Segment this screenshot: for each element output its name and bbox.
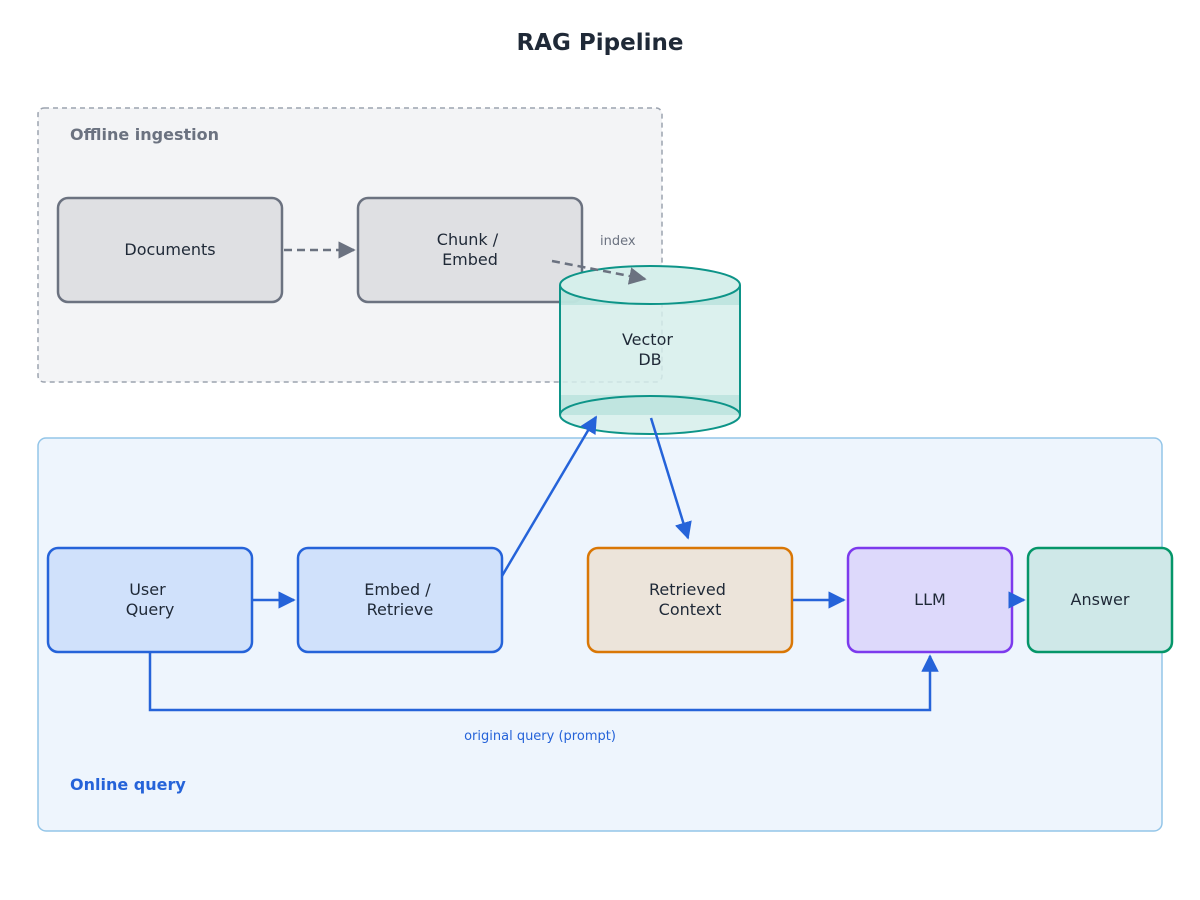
answer-node[interactable]: Answer xyxy=(1026,546,1174,654)
original-query-edge-label: original query (prompt) xyxy=(464,729,616,744)
index-edge-label: index xyxy=(600,234,636,249)
edge-embed-to-vectordb xyxy=(500,415,598,577)
chunk-embed-label: Chunk / Embed xyxy=(437,230,503,269)
offline-group-label: Offline ingestion xyxy=(70,125,219,144)
documents-label: Documents xyxy=(124,240,215,259)
embed-retrieve-label: Embed / Retrieve xyxy=(364,580,435,619)
page-title: RAG Pipeline xyxy=(517,30,684,56)
embed-retrieve-node[interactable]: Embed / Retrieve xyxy=(296,546,504,654)
vector-db-label: Vector DB xyxy=(622,330,678,369)
online-group-label: Online query xyxy=(70,775,186,794)
documents-node[interactable]: Documents xyxy=(56,196,284,304)
vector-db-node[interactable]: Vector DB xyxy=(559,265,741,435)
llm-node[interactable]: LLM xyxy=(846,546,1014,654)
edge-chunk-to-vectordb xyxy=(551,259,647,285)
user-query-label: User Query xyxy=(126,580,175,619)
edge-vectordb-to-context xyxy=(649,417,692,540)
retrieved-context-node[interactable]: Retrieved Context xyxy=(586,546,794,654)
edge-userquery-to-llm-prompt xyxy=(148,652,939,712)
retrieved-context-label: Retrieved Context xyxy=(649,580,731,619)
chunk-embed-node[interactable]: Chunk / Embed xyxy=(356,196,584,304)
user-query-node[interactable]: User Query xyxy=(46,546,254,654)
answer-label: Answer xyxy=(1071,590,1130,609)
llm-label: LLM xyxy=(914,590,946,609)
